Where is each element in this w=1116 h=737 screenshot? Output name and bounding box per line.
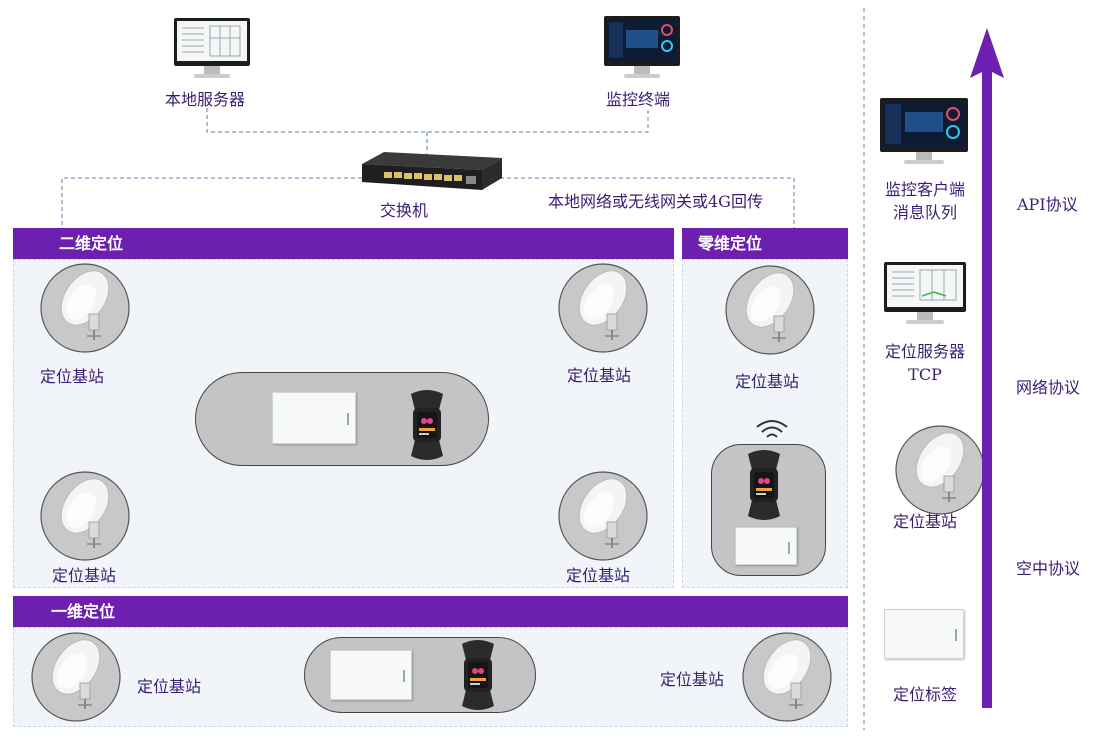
station-label: 定位基站 <box>40 367 105 386</box>
message-queue-label: 消息队列 <box>892 203 957 222</box>
right-station-label: 定位基站 <box>892 512 957 531</box>
air-protocol-label: 空中协议 <box>1016 559 1081 578</box>
local-server-label: 本地服务器 <box>165 90 246 109</box>
wristband-icon <box>742 450 786 524</box>
positioning-tag-label: 定位标签 <box>892 685 957 704</box>
base-station-icon <box>39 262 131 358</box>
base-station-icon <box>724 264 816 360</box>
switch-label: 交换机 <box>380 201 429 220</box>
station-label: 定位基站 <box>137 677 202 696</box>
positioning-tag-icon <box>735 527 797 565</box>
zero-d-positioning-header: 零维定位 <box>682 228 848 259</box>
positioning-server-icon <box>884 262 966 332</box>
positioning-tag-icon <box>272 392 356 444</box>
station-label: 定位基站 <box>52 566 117 585</box>
station-label: 定位基站 <box>735 372 800 391</box>
base-station-icon <box>557 262 649 358</box>
station-label: 定位基站 <box>566 566 631 585</box>
wireless-signal-icon <box>755 417 789 447</box>
base-station-icon <box>894 424 986 520</box>
api-protocol-label: API协议 <box>1017 195 1078 214</box>
base-station-icon <box>30 631 122 727</box>
wristband-icon <box>456 640 500 714</box>
station-label: 定位基站 <box>567 366 632 385</box>
positioning-tag-icon <box>884 609 964 659</box>
network-protocol-label: 网络协议 <box>1016 378 1081 397</box>
two-d-positioning-header: 二维定位 <box>13 228 674 259</box>
base-station-icon <box>741 631 833 727</box>
tcp-label: TCP <box>908 365 942 384</box>
monitor-terminal-label: 监控终端 <box>606 90 671 109</box>
one-d-positioning-header: 一维定位 <box>13 596 848 627</box>
backhaul-label: 本地网络或无线网关或4G回传 <box>548 192 763 211</box>
base-station-icon <box>39 470 131 566</box>
monitor-client-icon <box>880 98 968 172</box>
network-switch-icon <box>362 150 502 200</box>
positioning-tag-icon <box>330 650 412 700</box>
monitor-client-label: 监控客户端 <box>884 180 965 199</box>
protocol-stack-arrow-icon <box>970 28 1004 708</box>
wristband-icon <box>405 390 449 464</box>
positioning-server-label: 定位服务器 <box>884 342 965 361</box>
local-server-monitor-icon <box>174 18 250 84</box>
base-station-icon <box>557 470 649 566</box>
station-label: 定位基站 <box>660 670 725 689</box>
monitor-terminal-icon <box>604 16 680 84</box>
